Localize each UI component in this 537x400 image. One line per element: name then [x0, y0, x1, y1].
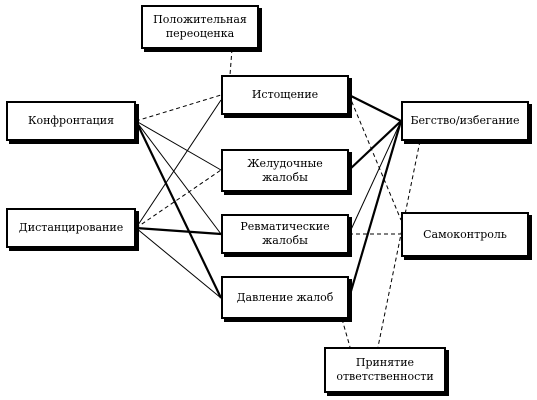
node-exhaustion: Истощение — [221, 75, 349, 115]
node-self-control: Самоконтроль — [401, 212, 529, 257]
edge-positive-reappraisal-to-exhaustion — [229, 48, 233, 76]
edge-exhaustion-to-escape-avoidance — [348, 94, 402, 122]
node-confrontation: Конфронтация — [6, 101, 136, 141]
edge-complaint-pressure-to-accepting-responsibility — [341, 318, 351, 348]
node-accepting-responsibility-label: Принятие ответственности — [336, 356, 434, 383]
node-exhaustion-label: Истощение — [251, 88, 319, 101]
node-distancing-label: Дистанцирование — [18, 221, 124, 234]
edge-rheumatic-complaints-to-escape-avoidance — [348, 120, 402, 235]
node-complaint-pressure: Давление жалоб — [221, 276, 349, 319]
node-stomach-complaints: Желудочные жалобы — [221, 149, 349, 192]
edge-complaint-pressure-to-escape-avoidance — [347, 120, 403, 299]
edge-escape-avoidance-to-accepting-responsibility — [377, 140, 421, 348]
node-self-control-label: Самоконтроль — [423, 227, 507, 241]
node-positive-reappraisal: Положительная переоценка — [141, 5, 259, 49]
node-escape-avoidance: Бегство/избегание — [401, 101, 529, 141]
node-rheumatic-complaints: Ревматические жалобы — [221, 214, 349, 254]
node-confrontation-label: Конфронтация — [27, 114, 115, 127]
edge-confrontation-to-exhaustion — [135, 94, 222, 122]
node-positive-reappraisal-label: Положительная переоценка — [153, 13, 247, 40]
edge-distancing-to-exhaustion — [135, 99, 222, 229]
edge-distancing-to-complaint-pressure — [135, 227, 222, 299]
edge-distancing-to-rheumatic-complaints — [135, 226, 222, 236]
edge-confrontation-to-complaint-pressure — [135, 120, 222, 299]
edge-exhaustion-to-self-control — [348, 94, 402, 221]
node-stomach-complaints-label: Желудочные жалобы — [247, 156, 323, 184]
edge-confrontation-to-stomach-complaints — [135, 120, 222, 171]
node-accepting-responsibility: Принятие ответственности — [324, 347, 446, 393]
node-distancing: Дистанцирование — [6, 208, 136, 248]
edge-stomach-complaints-to-escape-avoidance — [348, 120, 402, 171]
edge-distancing-to-stomach-complaints — [135, 169, 222, 229]
edge-confrontation-to-rheumatic-complaints — [135, 120, 222, 235]
node-complaint-pressure-label: Давление жалоб — [236, 290, 334, 304]
node-escape-avoidance-label: Бегство/избегание — [410, 114, 520, 127]
node-rheumatic-complaints-label: Ревматические жалобы — [240, 220, 330, 247]
